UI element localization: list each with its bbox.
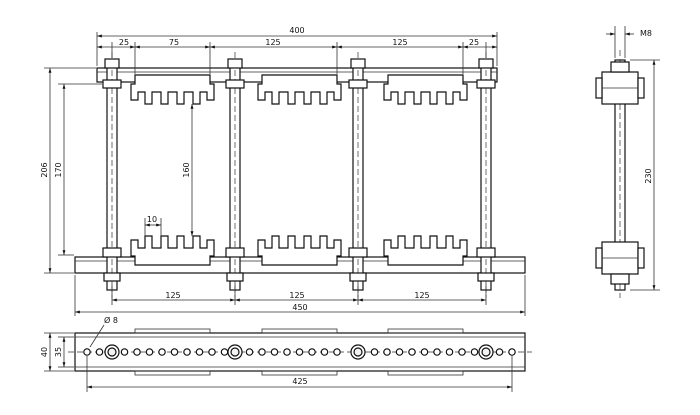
- small-hole: [320, 348, 329, 356]
- top-comb-3: [383, 74, 468, 105]
- top-comb-1: [130, 74, 215, 105]
- plan-view: Ø 8 40 35 425: [40, 315, 532, 392]
- small-hole: [495, 348, 504, 356]
- bottom-comb-2: [257, 235, 342, 266]
- small-hole: [220, 348, 229, 356]
- dim-125-bottom-a: 125: [165, 291, 180, 300]
- dim-170: 170: [54, 162, 63, 177]
- small-hole: [383, 348, 391, 356]
- small-hole: [333, 348, 341, 356]
- small-hole: [408, 348, 416, 356]
- top-comb-2: [257, 74, 342, 105]
- dim-40: 40: [40, 347, 49, 357]
- stud-hole: [353, 347, 363, 357]
- small-hole: [508, 348, 516, 356]
- small-hole: [295, 348, 304, 356]
- small-hole: [470, 348, 479, 356]
- dim-25-left: 25: [119, 38, 129, 47]
- small-hole: [433, 348, 441, 356]
- small-hole: [208, 348, 216, 356]
- front-dimensions: 400 25 75 125 125 25 206 170 160: [40, 26, 526, 316]
- stud-2: [225, 52, 245, 298]
- front-view: 400 25 75 125 125 25 206 170 160: [40, 26, 526, 316]
- small-hole: [308, 348, 316, 356]
- small-hole: [370, 348, 379, 356]
- small-hole: [170, 348, 179, 356]
- small-hole: [270, 348, 279, 356]
- small-hole: [95, 348, 104, 356]
- side-dimensions: M8 230: [606, 26, 660, 291]
- dim-35: 35: [54, 347, 63, 357]
- small-hole: [283, 348, 291, 356]
- dim-125-top-b: 125: [392, 38, 407, 47]
- small-hole: [158, 348, 166, 356]
- small-hole: [258, 348, 266, 356]
- dim-125-bottom-b: 125: [289, 291, 304, 300]
- stud-hole: [481, 347, 491, 357]
- small-hole: [145, 348, 154, 356]
- plan-holes: [83, 344, 516, 360]
- stud-hole: [107, 347, 117, 357]
- bottom-comb-1: [130, 235, 215, 266]
- dim-25-right: 25: [469, 38, 479, 47]
- small-hole: [83, 348, 91, 356]
- dim-75: 75: [169, 38, 179, 47]
- side-view: M8 230: [595, 26, 660, 298]
- dim-m8: M8: [640, 29, 652, 38]
- dim-206: 206: [40, 162, 49, 177]
- small-hole: [245, 348, 254, 356]
- dim-dia8: Ø 8: [104, 315, 118, 325]
- dim-400: 400: [289, 26, 304, 35]
- dim-230: 230: [644, 168, 653, 183]
- stud-3: [348, 52, 368, 298]
- bottom-comb-3: [383, 235, 468, 266]
- dim-125-top-a: 125: [265, 38, 280, 47]
- small-hole: [395, 348, 404, 356]
- plan-dimensions: Ø 8 40 35 425: [40, 315, 513, 392]
- dim-160: 160: [182, 162, 191, 177]
- stud-1: [102, 52, 122, 298]
- small-hole: [120, 348, 129, 356]
- stud-hole: [230, 347, 240, 357]
- small-hole: [420, 348, 429, 356]
- dim-425: 425: [292, 377, 307, 386]
- dim-10: 10: [147, 215, 157, 224]
- small-hole: [133, 348, 141, 356]
- dim-450: 450: [292, 303, 307, 312]
- small-hole: [445, 348, 454, 356]
- dim-125-bottom-c: 125: [414, 291, 429, 300]
- small-hole: [183, 348, 191, 356]
- small-hole: [195, 348, 204, 356]
- small-hole: [458, 348, 466, 356]
